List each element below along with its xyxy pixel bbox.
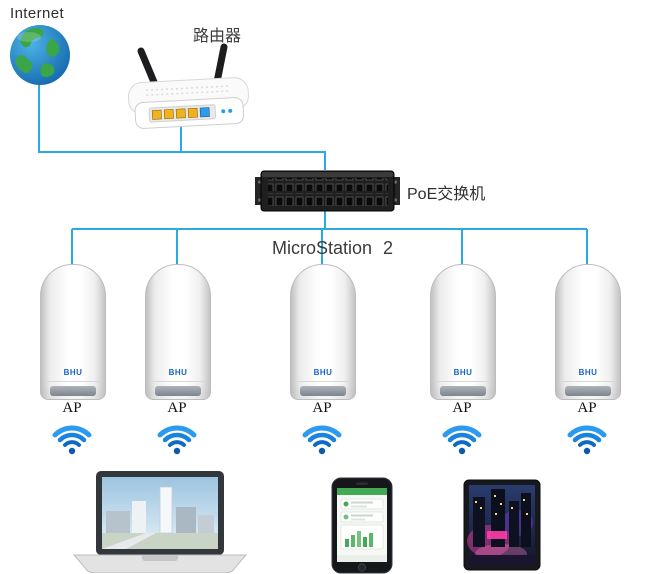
router-label: 路由器 [193,28,242,45]
ap-seam [151,381,205,382]
wireless-router-icon [127,43,249,129]
wifi-signal-icon [442,425,482,455]
globe-icon [10,25,70,85]
outdoor-ap-device: BHU [290,264,356,400]
ap-logo: BHU [313,368,333,377]
ap-logo: BHU [63,368,83,377]
ap-logo: BHU [453,368,473,377]
laptop-base [72,554,248,573]
digital-signage-icon [463,479,541,571]
outdoor-ap-device: BHU [430,264,496,400]
outdoor-ap-device: BHU [145,264,211,400]
microstation-label: MicroStation 2 [272,238,394,258]
switch-port-row [268,193,388,206]
ap-caption: AP [62,400,82,416]
ap-caption: AP [312,400,332,416]
ap-seam [296,381,350,382]
ap-base [300,386,346,396]
ap-caption: AP [577,400,597,416]
smartphone-icon [331,477,393,574]
switch-port-row [268,178,388,191]
ap-logo: BHU [578,368,598,377]
ap-seam [46,381,100,382]
poe-switch-icon [255,170,400,212]
router-body [127,77,249,129]
poe-switch-label: PoE交换机 [407,186,486,203]
ap-seam [561,381,615,382]
ap-base [565,386,611,396]
outdoor-ap-device: BHU [555,264,621,400]
wifi-signal-icon [302,425,342,455]
ap-base [440,386,486,396]
ap-logo: BHU [168,368,188,377]
wifi-signal-icon [52,425,92,455]
ap-caption: AP [452,400,472,416]
outdoor-ap-device: BHU [40,264,106,400]
laptop-icon [72,471,248,573]
ap-seam [436,381,490,382]
internet-label: Internet [10,5,65,22]
wifi-signal-icon [567,425,607,455]
wifi-signal-icon [157,425,197,455]
ap-base [50,386,96,396]
ap-caption: AP [167,400,187,416]
ap-base [155,386,201,396]
